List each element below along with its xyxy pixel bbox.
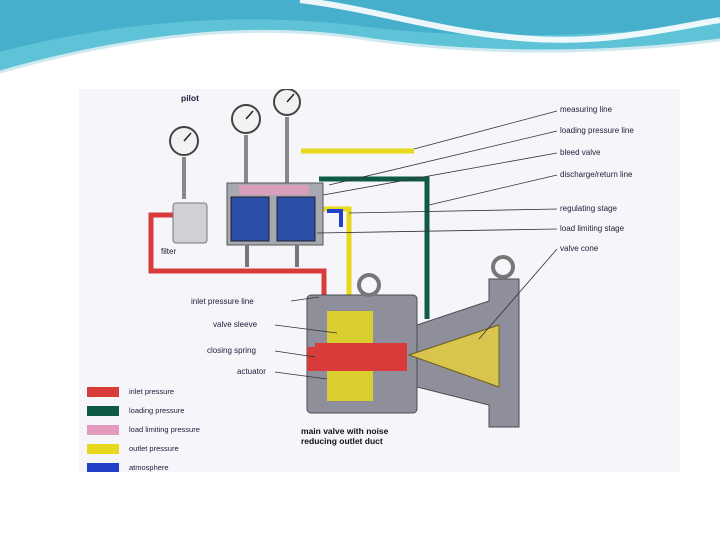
lifting-eye-icon [357,273,381,297]
legend-label: atmosphere [129,463,169,472]
load-limiting-stage-label: load limiting stage [560,224,625,233]
header-wave-decoration [0,0,720,74]
main-valve-caption: main valve with noise reducing outlet du… [301,426,388,446]
lifting-eye-icon [491,255,515,279]
legend-swatch [87,406,119,416]
legend-swatch [87,463,119,472]
actuator-label: actuator [237,367,266,376]
caption-line-1: main valve with noise [301,426,389,436]
measuring-line-label: measuring line [560,105,613,114]
legend-label: loading pressure [129,406,185,415]
legend-swatch [87,387,119,397]
valve-diagram [148,89,558,428]
loading-pressure-line-label: loading pressure line [560,126,634,135]
pressure-reducing-valve-figure: pilot filter measuring line loading pres… [79,89,680,472]
filter-housing [172,202,208,244]
closing-spring-label: closing spring [207,346,256,355]
load-limiting-stage-block [276,196,316,242]
pilot-label: pilot [181,93,199,103]
valve-cone [407,324,500,388]
caption-line-2: reducing outlet duct [301,436,383,446]
inlet-pressure-pipe [148,212,327,299]
atmosphere-vent [327,209,343,227]
valve-sleeve-label: valve sleeve [213,320,258,329]
pressure-gauge-icon [273,89,301,185]
valve-sleeve [315,343,407,371]
legend-label: load limiting pressure [129,425,200,434]
pressure-gauge-icon [169,126,199,199]
valve-cone-label: valve cone [560,244,599,253]
legend-swatch [87,425,119,435]
legend-label: outlet pressure [129,444,179,453]
discharge-return-line-label: discharge/return line [560,170,633,179]
legend-label: inlet pressure [129,387,175,396]
pilot-top-detail [239,185,309,195]
bleed-valve-label: bleed valve [560,148,601,157]
legend-swatch [87,444,119,454]
pressure-gauge-icon [231,104,261,185]
regulating-stage-block [230,196,270,242]
inlet-nozzle [307,347,319,371]
inlet-pressure-line-label: inlet pressure line [191,297,254,306]
filter-label: filter [161,247,177,256]
regulating-stage-label: regulating stage [560,204,617,213]
